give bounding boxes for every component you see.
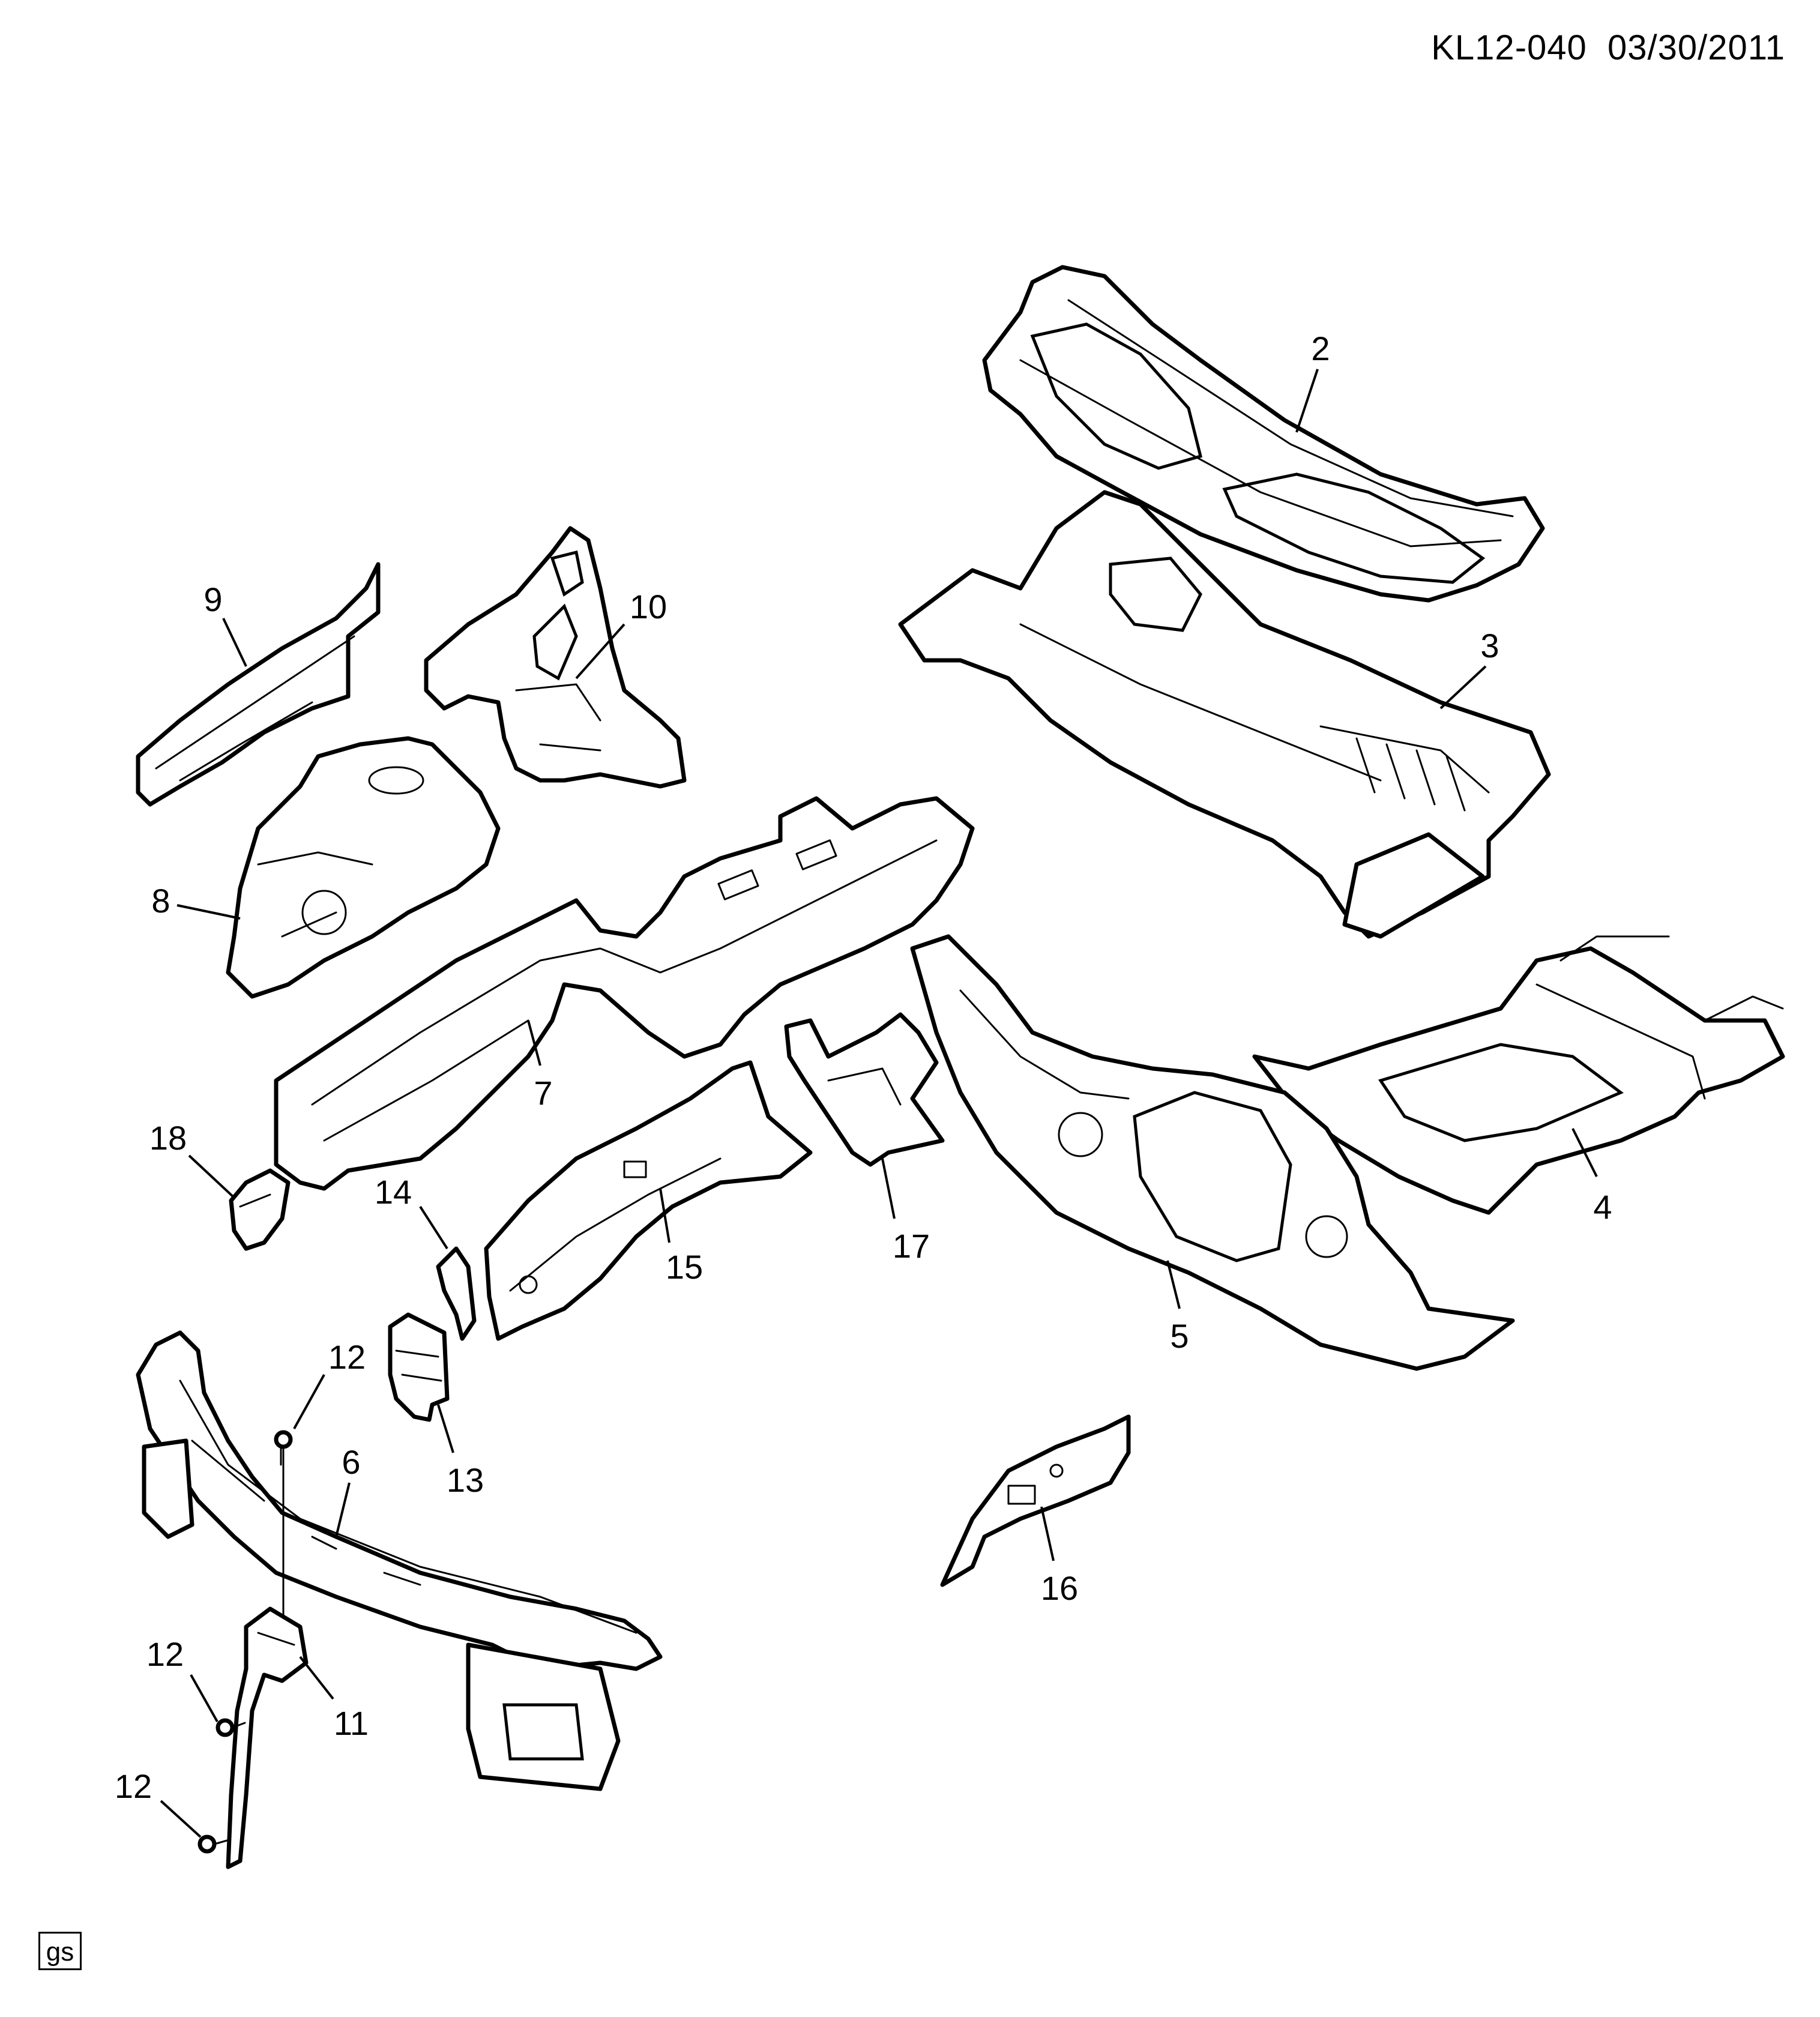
diagram-header: KL12-040 03/30/2011	[1431, 28, 1785, 68]
callout-4: 4	[1593, 1188, 1612, 1226]
catalog-code-box: gs	[38, 1932, 82, 1970]
leader-13	[437, 1404, 454, 1453]
part-7-front-rail	[274, 796, 975, 1191]
leader-8	[176, 904, 241, 920]
callout-2: 2	[1311, 330, 1330, 367]
part-15-apron-panel	[484, 1060, 813, 1341]
callout-12-middle: 12	[146, 1635, 184, 1673]
callout-8: 8	[151, 882, 170, 920]
leader-17	[881, 1158, 896, 1219]
part-4-floor-crossmember	[1252, 935, 1785, 1215]
leader-12-lower	[160, 1800, 202, 1838]
leader-3	[1439, 665, 1487, 710]
leader-10	[575, 623, 625, 680]
callout-18: 18	[149, 1119, 187, 1157]
leader-15	[659, 1188, 670, 1243]
callout-9: 9	[203, 580, 222, 618]
part-18-clip	[229, 1168, 291, 1251]
leader-16	[1040, 1506, 1055, 1561]
part-2-cowl-upper-panel	[982, 265, 1545, 603]
leader-12-upper	[293, 1374, 325, 1429]
callout-6: 6	[342, 1443, 360, 1481]
part-5-side-rail-assembly	[910, 934, 1515, 1371]
callout-13: 13	[447, 1461, 484, 1499]
callout-12-upper: 12	[328, 1338, 366, 1376]
callout-numbers: 2 3 4 5 6 7 8 9 10 11 12 13 12 12 14 15 …	[115, 330, 1612, 1805]
leader-6	[335, 1482, 351, 1537]
part-11-center-support	[226, 1606, 309, 1869]
part-13-bracket	[388, 1312, 450, 1422]
leader-2	[1295, 369, 1319, 433]
part-10-hinge-pillar	[424, 526, 687, 789]
part-12-bolt-middle	[215, 1718, 246, 1737]
callout-3: 3	[1480, 627, 1499, 665]
part-12-bolt-lower	[197, 1835, 228, 1854]
leader-12-middle	[190, 1674, 218, 1722]
callout-12-lower: 12	[115, 1767, 152, 1805]
part-17-gusset	[784, 1012, 945, 1167]
part-6-radiator-support	[136, 1330, 663, 1791]
part-8-wheelhouse-panel	[226, 736, 501, 999]
callout-11: 11	[334, 1704, 369, 1742]
callout-16: 16	[1041, 1569, 1078, 1607]
leader-7	[527, 1020, 541, 1066]
part-9-upper-rail	[136, 562, 381, 807]
callout-5: 5	[1170, 1317, 1189, 1355]
callout-10: 10	[630, 588, 667, 626]
leader-5	[1166, 1260, 1181, 1309]
leader-14	[419, 1205, 448, 1250]
leader-9	[222, 618, 247, 667]
leader-18	[188, 1154, 235, 1199]
leader-lines	[160, 369, 1598, 1838]
callout-7: 7	[534, 1074, 552, 1112]
part-14-small-bracket	[436, 1246, 477, 1341]
callout-15: 15	[666, 1248, 703, 1286]
callout-14: 14	[375, 1173, 412, 1211]
part-16-closeout-panel	[940, 1414, 1131, 1587]
part-3-dash-panel	[898, 490, 1551, 939]
diagram-code: KL12-040	[1431, 28, 1587, 67]
part-12-bolt-upper	[274, 1430, 293, 1466]
diagram-date: 03/30/2011	[1608, 28, 1785, 67]
callout-17: 17	[893, 1227, 930, 1265]
leader-11	[299, 1656, 334, 1700]
leader-4	[1571, 1128, 1598, 1177]
